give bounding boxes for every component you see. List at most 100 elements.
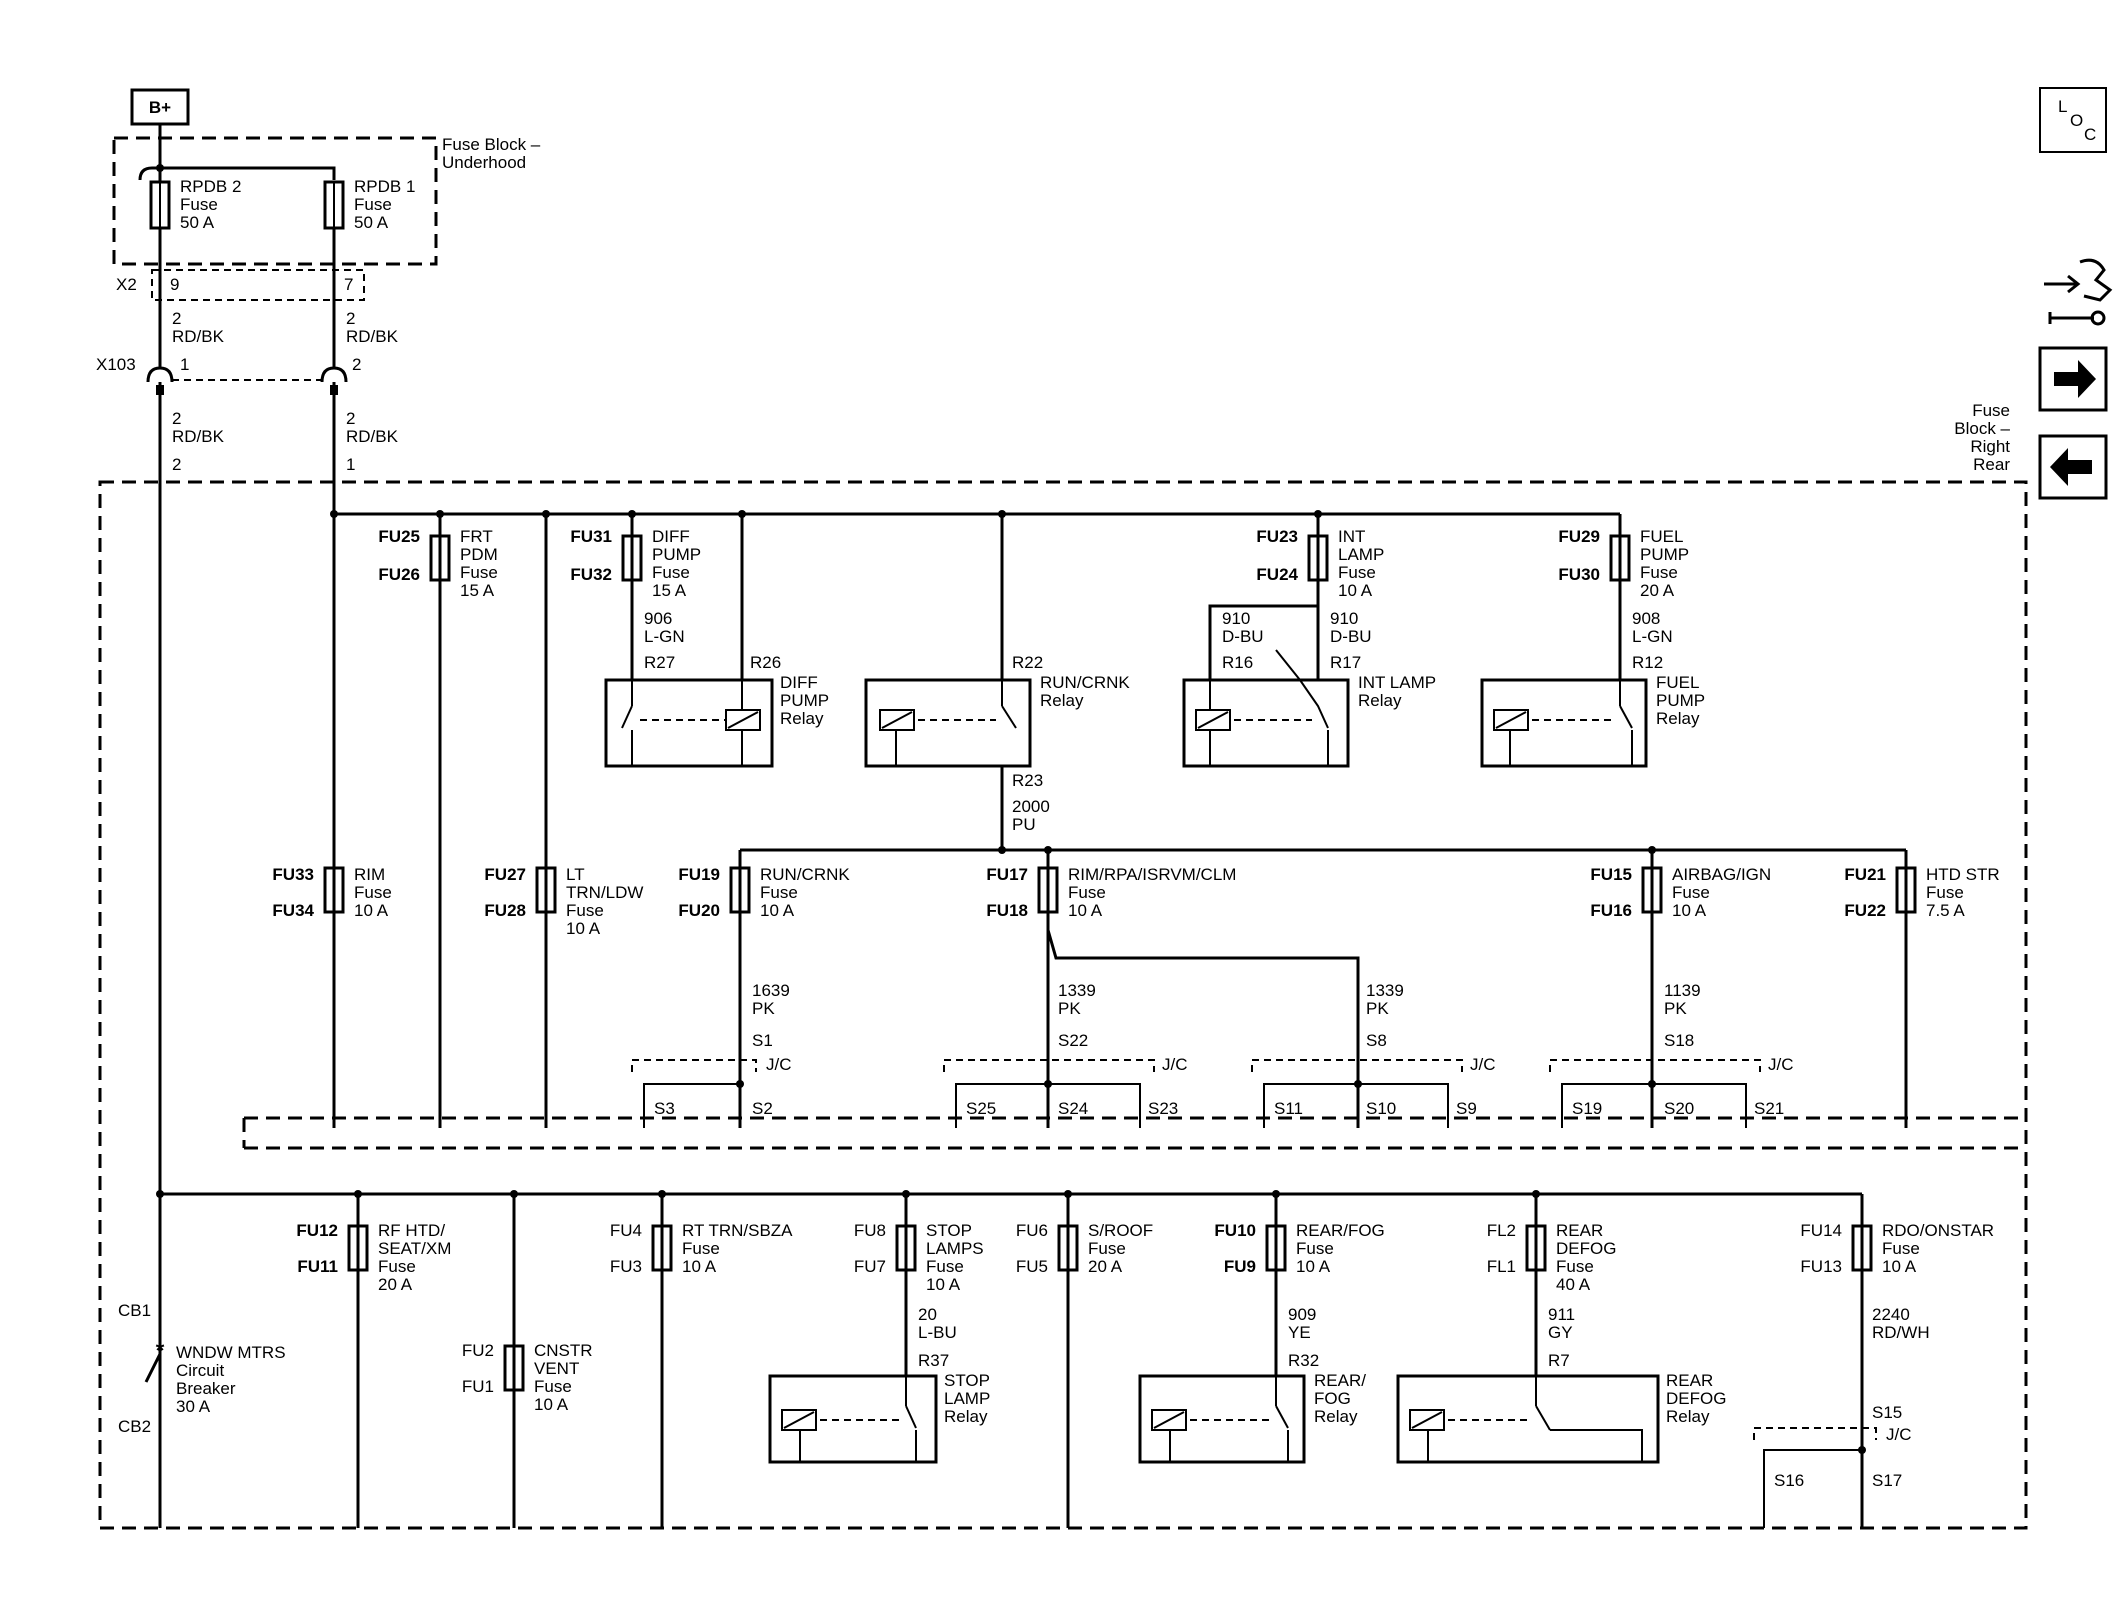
wire-909-circuit: 909 <box>1288 1305 1316 1324</box>
fuse-block-right-rear-label-3: Right <box>1970 437 2010 456</box>
x2-pin-7: 7 <box>344 275 353 294</box>
run-crnk-relay-box <box>864 678 1032 768</box>
rim-fuse-name: RIM <box>354 865 385 884</box>
fuel-pump-fuse-rating: 20 A <box>1640 581 1675 600</box>
fu31-id: FU31 <box>570 527 612 546</box>
wire-lower-2-circuit: 2 <box>346 409 355 428</box>
int-lamp-fuse-name-2: LAMP <box>1338 545 1384 564</box>
stop-lamps-type: Fuse <box>926 1257 964 1276</box>
fuel-pump-fuse-type: Fuse <box>1640 563 1678 582</box>
rf-htd-type: Fuse <box>378 1257 416 1276</box>
defog-relay-pin-r7: R7 <box>1548 1351 1570 1370</box>
fu3-id: FU3 <box>610 1257 642 1276</box>
fu4-id: FU4 <box>610 1221 642 1240</box>
wire-906-color: L-GN <box>644 627 685 646</box>
wire-1139-circuit: 1139 <box>1664 981 1701 1000</box>
wire-910b-color: D-BU <box>1330 627 1372 646</box>
jc3-top: S8 <box>1366 1031 1387 1050</box>
int-lamp-relay-box <box>1182 678 1350 768</box>
fuse-block-underhood-label-2: Underhood <box>442 153 526 172</box>
cnstr-vent-name-2: VENT <box>534 1359 579 1378</box>
fuse-block-right-rear-outline <box>98 480 2028 1530</box>
jc1-pin-s2: S2 <box>752 1099 773 1118</box>
htd-str-fuse-name: HTD STR <box>1926 865 2000 884</box>
wire-2000-color: PU <box>1012 815 1036 834</box>
fu7-id: FU7 <box>854 1257 886 1276</box>
jc4-pin-s21: S21 <box>1754 1099 1784 1118</box>
jc4-label: J/C <box>1768 1055 1794 1074</box>
stop-relay-name-3: Relay <box>944 1407 988 1426</box>
jc4-pin-s19: S19 <box>1572 1099 1602 1118</box>
int-relay-pin-r16: R16 <box>1222 653 1253 672</box>
fuse-block-right-rear-label-1: Fuse <box>1972 401 2010 420</box>
fuel-pump-fuse-name-2: PUMP <box>1640 545 1689 564</box>
fu29-id: FU29 <box>1558 527 1600 546</box>
airbag-fuse-name: AIRBAG/IGN <box>1672 865 1771 884</box>
wire-910a-color: D-BU <box>1222 627 1264 646</box>
fu24-id: FU24 <box>1256 565 1298 584</box>
rpdb2-name: RPDB 2 <box>180 177 241 196</box>
x2-pin-9: 9 <box>170 275 179 294</box>
lt-trn-name-2: TRN/LDW <box>566 883 643 902</box>
jc2-label: J/C <box>1162 1055 1188 1074</box>
fu1-id: FU1 <box>462 1377 494 1396</box>
x103-pin-2: 2 <box>352 355 361 374</box>
int-relay-name-2: Relay <box>1358 691 1402 710</box>
rim-fuse-rating: 10 A <box>354 901 389 920</box>
cb1-id: CB1 <box>118 1301 151 1320</box>
fuse-block-right-rear-label-2: Block – <box>1954 419 2010 438</box>
rpdb2-rating: 50 A <box>180 213 215 232</box>
diff-relay-pin-r27: R27 <box>644 653 675 672</box>
fu23-id: FU23 <box>1256 527 1298 546</box>
wire-upper-1-circuit: 2 <box>172 309 181 328</box>
jc3-pin-s11: S11 <box>1274 1099 1303 1118</box>
wire-911-circuit: 911 <box>1548 1305 1575 1324</box>
stop-lamps-name-2: LAMPS <box>926 1239 984 1258</box>
run-relay-pin-r22: R22 <box>1012 653 1043 672</box>
wire-911-color: GY <box>1548 1323 1573 1342</box>
rear-fog-fuse-rating: 10 A <box>1296 1257 1331 1276</box>
s-roof-type: Fuse <box>1088 1239 1126 1258</box>
rdo-onstar-rating: 10 A <box>1882 1257 1917 1276</box>
arrow-right-icon[interactable] <box>2038 346 2108 412</box>
run-crnk-fuse-type: Fuse <box>760 883 798 902</box>
diff-relay-name-1: DIFF <box>780 673 818 692</box>
svg-text:L: L <box>2058 97 2067 116</box>
defog-relay-name-3: Relay <box>1666 1407 1710 1426</box>
wire-2240-circuit: 2240 <box>1872 1305 1910 1324</box>
fog-relay-pin-r32: R32 <box>1288 1351 1319 1370</box>
fl1-id: FL1 <box>1487 1257 1516 1276</box>
fu9-id: FU9 <box>1224 1257 1256 1276</box>
htd-str-fuse-type: Fuse <box>1926 883 1964 902</box>
wire-908-color: L-GN <box>1632 627 1673 646</box>
fuel-pump-relay-box <box>1480 678 1648 768</box>
b-plus-label: B+ <box>149 98 171 117</box>
connector-tool-icon[interactable] <box>2044 258 2113 326</box>
fuse-block-right-rear-label-4: Rear <box>1973 455 2010 474</box>
frt-pdm-type: Fuse <box>460 563 498 582</box>
rt-trn-name: RT TRN/SBZA <box>682 1221 793 1240</box>
fuel-relay-pin-r12: R12 <box>1632 653 1663 672</box>
arrow-left-icon[interactable] <box>2038 434 2108 500</box>
fog-relay-name-3: Relay <box>1314 1407 1358 1426</box>
fu27-id: FU27 <box>484 865 526 884</box>
loc-icon[interactable]: L O C <box>2039 87 2107 153</box>
diff-pump-fuse-type: Fuse <box>652 563 690 582</box>
htd-str-fuse-rating: 7.5 A <box>1926 901 1965 920</box>
wire-lower-2-pin: 1 <box>346 455 355 474</box>
run-crnk-fuse-rating: 10 A <box>760 901 795 920</box>
rear-fog-fuse-name: REAR/FOG <box>1296 1221 1385 1240</box>
x103-pin-1: 1 <box>180 355 189 374</box>
fu15-id: FU15 <box>1590 865 1632 884</box>
lt-trn-rating: 10 A <box>566 919 601 938</box>
wire-upper-1-color: RD/BK <box>172 327 225 346</box>
frt-pdm-name-1: FRT <box>460 527 493 546</box>
fu22-id: FU22 <box>1844 901 1886 920</box>
jc5-top: S15 <box>1872 1403 1902 1422</box>
rim-rpa-fuse-rating: 10 A <box>1068 901 1103 920</box>
run-relay-name-2: Relay <box>1040 691 1084 710</box>
fu19-id: FU19 <box>678 865 720 884</box>
breaker-name-3: Breaker <box>176 1379 236 1398</box>
fuse-block-underhood-outline <box>112 136 438 266</box>
x2-connector <box>151 269 365 301</box>
